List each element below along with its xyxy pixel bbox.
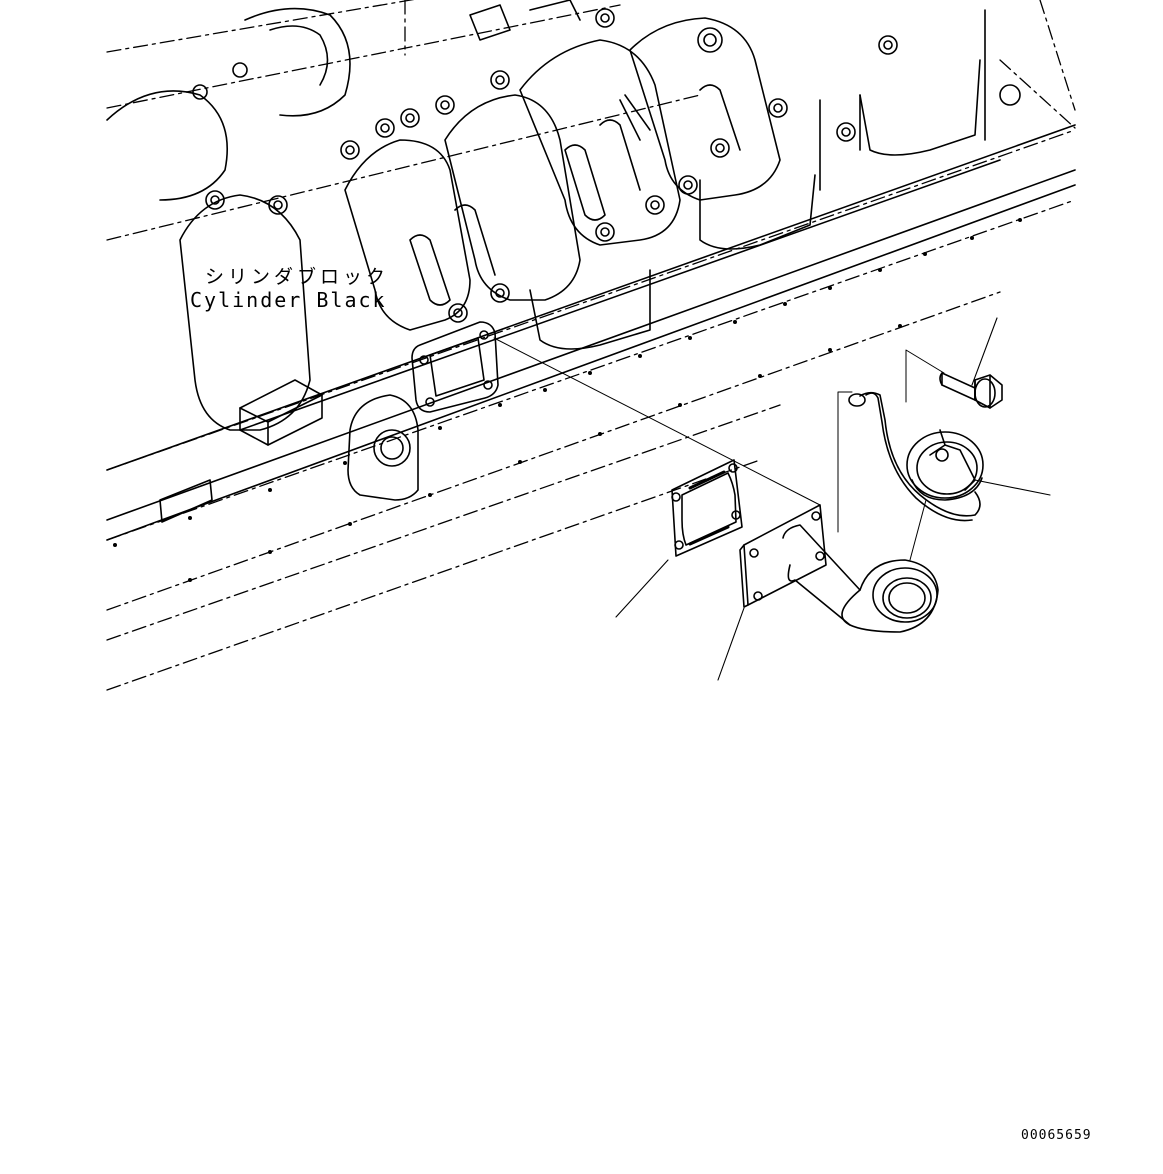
wire	[848, 391, 981, 522]
callout-leaders	[615, 317, 1051, 681]
cylinder-block-label-en: Cylinder Black	[190, 288, 387, 312]
strainer-cover	[906, 429, 984, 501]
assembly-lines	[493, 337, 945, 561]
suction-pipe	[739, 504, 939, 633]
drawing-number: 00065659	[1021, 1128, 1092, 1143]
gasket	[671, 459, 743, 557]
cylinder-block-label-jp: シリンダブロック	[205, 266, 390, 288]
bolt	[939, 372, 1003, 409]
cylinder-block	[106, 0, 1076, 691]
